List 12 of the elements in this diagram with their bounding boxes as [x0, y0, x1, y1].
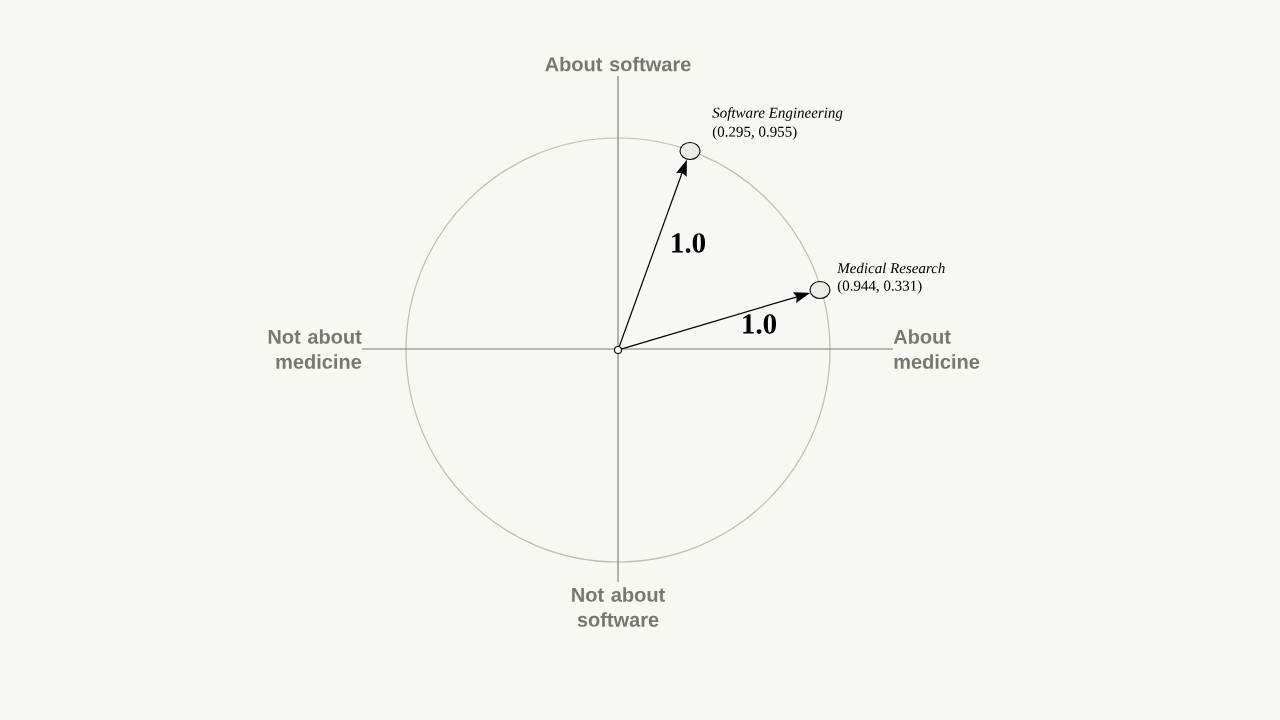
point-label: Software Engineering [712, 107, 843, 121]
axis-label: About software [545, 56, 691, 72]
point-marker [809, 280, 831, 300]
point-marker [679, 141, 701, 161]
edge-label: 1.0 [743, 314, 776, 334]
point-label: Medical Research [837, 262, 945, 274]
axis-label: About medicine [893, 329, 980, 369]
point-label: (0.944, 0.331) [837, 280, 922, 294]
axis-label: Not about software [572, 587, 665, 627]
edge-label: 1.0 [672, 233, 706, 253]
point-label: (0.295, 0.955) [712, 126, 797, 140]
axis-label: Not about medicine [268, 329, 362, 369]
